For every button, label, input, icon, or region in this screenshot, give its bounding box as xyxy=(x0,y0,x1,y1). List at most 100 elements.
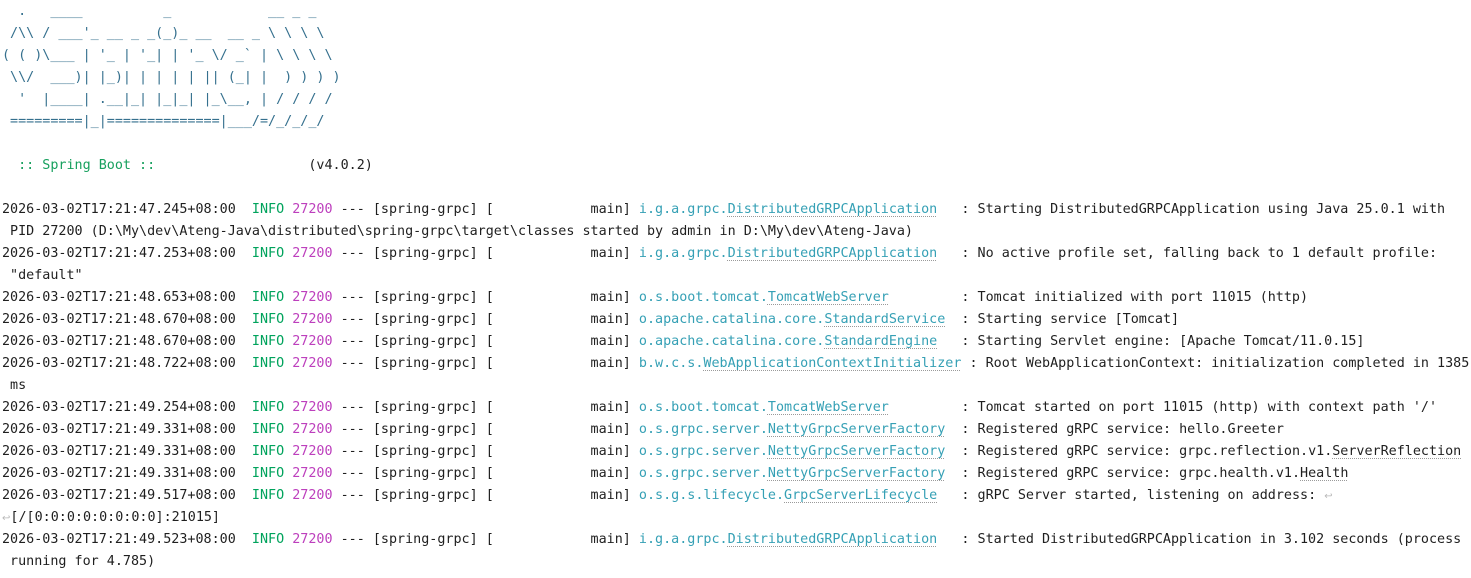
log-text: : Tomcat initialized with port 11015 (ht… xyxy=(888,290,1309,305)
logger-name: i.g.a.grpc. xyxy=(638,246,728,261)
logger-class-link[interactable]: GrpcServerLifecycle xyxy=(784,488,938,503)
console-line: ↩[/[0:0:0:0:0:0:0:0]:21015] xyxy=(2,507,1471,529)
log-text: --- [spring-grpc] [ main] xyxy=(332,422,639,437)
log-text: 2026-03-02T17:21:49.331+08:00 xyxy=(2,466,252,481)
log-text: --- [spring-grpc] [ main] xyxy=(332,400,639,415)
log-text: 2026-03-02T17:21:49.523+08:00 xyxy=(2,532,252,547)
console-line: running for 4.785) xyxy=(2,551,1471,573)
logger-class-link[interactable]: StandardService xyxy=(824,312,946,327)
log-text: ms xyxy=(2,378,27,393)
process-id: 27200 xyxy=(292,356,333,371)
log-text: --- [spring-grpc] [ main] xyxy=(332,202,639,217)
log-text: : gRPC Server started, listening on addr… xyxy=(937,488,1325,503)
logger-name: o.s.boot.tomcat. xyxy=(638,400,768,415)
log-text: : Registered gRPC service: hello.Greeter xyxy=(945,422,1284,437)
log-text: 2026-03-02T17:21:48.670+08:00 xyxy=(2,334,252,349)
class-link[interactable]: ServerReflection xyxy=(1332,444,1462,459)
log-text: : Starting Servlet engine: [Apache Tomca… xyxy=(937,334,1365,349)
banner-ascii: /\\ / ___'_ __ _ _(_)_ __ __ _ \ \ \ \ xyxy=(2,26,325,41)
log-level-info: INFO xyxy=(251,312,285,327)
logger-class-link[interactable]: WebApplicationContextInitializer xyxy=(703,356,962,371)
logger-class-link[interactable]: DistributedGRPCApplication xyxy=(727,246,938,261)
console-line: 2026-03-02T17:21:49.331+08:00 INFO 27200… xyxy=(2,441,1471,463)
process-id: 27200 xyxy=(292,532,333,547)
log-level-info: INFO xyxy=(251,290,285,305)
logger-class-link[interactable]: NettyGrpcServerFactory xyxy=(767,444,946,459)
console-line: 2026-03-02T17:21:48.670+08:00 INFO 27200… xyxy=(2,331,1471,353)
console-line: :: Spring Boot :: (v4.0.2) xyxy=(2,155,1471,177)
logger-class-link[interactable]: TomcatWebServer xyxy=(767,290,889,305)
banner-ascii: \\/ ___)| |_)| | | | | || (_| | ) ) ) ) xyxy=(2,70,341,85)
log-level-info: INFO xyxy=(251,334,285,349)
log-text: 2026-03-02T17:21:48.653+08:00 xyxy=(2,290,252,305)
logger-name: o.s.grpc.server. xyxy=(638,422,768,437)
console-line: 2026-03-02T17:21:49.331+08:00 INFO 27200… xyxy=(2,463,1471,485)
soft-wrap-icon: ↩ xyxy=(2,513,11,524)
log-level-info: INFO xyxy=(251,444,285,459)
log-text: : No active profile set, falling back to… xyxy=(937,246,1438,261)
process-id: 27200 xyxy=(292,202,333,217)
banner-ascii: =========|_|==============|___/=/_/_/_/ xyxy=(2,114,325,129)
log-text: 2026-03-02T17:21:48.670+08:00 xyxy=(2,312,252,327)
logger-class-link[interactable]: DistributedGRPCApplication xyxy=(727,202,938,217)
process-id: 27200 xyxy=(292,312,333,327)
log-text: (v4.0.2) xyxy=(155,158,373,173)
console-line: 2026-03-02T17:21:47.253+08:00 INFO 27200… xyxy=(2,243,1471,265)
process-id: 27200 xyxy=(292,466,333,481)
process-id: 27200 xyxy=(292,400,333,415)
log-text: --- [spring-grpc] [ main] xyxy=(332,444,639,459)
log-text: 2026-03-02T17:21:47.253+08:00 xyxy=(2,246,252,261)
log-text: --- [spring-grpc] [ main] xyxy=(332,466,639,481)
banner-ascii: ( ( )\___ | '_ | '_| | '_ \/ _` | \ \ \ … xyxy=(2,48,333,63)
console-line: 2026-03-02T17:21:49.523+08:00 INFO 27200… xyxy=(2,529,1471,551)
console-line xyxy=(2,133,1471,155)
logger-name: o.s.boot.tomcat. xyxy=(638,290,768,305)
banner-ascii: ' |____| .__|_| |_|_| |_\__, | / / / / xyxy=(2,92,333,107)
log-text: 2026-03-02T17:21:48.722+08:00 xyxy=(2,356,252,371)
console-line: ( ( )\___ | '_ | '_| | '_ \/ _` | \ \ \ … xyxy=(2,45,1471,67)
log-text: "default" xyxy=(2,268,83,283)
console-line: 2026-03-02T17:21:48.653+08:00 INFO 27200… xyxy=(2,287,1471,309)
soft-wrap-icon: ↩ xyxy=(1324,491,1333,502)
console-line: 2026-03-02T17:21:49.517+08:00 INFO 27200… xyxy=(2,485,1471,507)
logger-class-link[interactable]: TomcatWebServer xyxy=(767,400,889,415)
log-level-info: INFO xyxy=(251,488,285,503)
logger-class-link[interactable]: NettyGrpcServerFactory xyxy=(767,466,946,481)
console-line: 2026-03-02T17:21:48.722+08:00 INFO 27200… xyxy=(2,353,1471,375)
console-line: /\\ / ___'_ __ _ _(_)_ __ __ _ \ \ \ \ xyxy=(2,23,1471,45)
log-text: : Starting DistributedGRPCApplication us… xyxy=(937,202,1446,217)
console-line: ' |____| .__|_| |_|_| |_\__, | / / / / xyxy=(2,89,1471,111)
process-id: 27200 xyxy=(292,444,333,459)
process-id: 27200 xyxy=(292,246,333,261)
console-line: ms xyxy=(2,375,1471,397)
logger-name: o.s.grpc.server. xyxy=(638,444,768,459)
log-text: : Root WebApplicationContext: initializa… xyxy=(961,356,1470,371)
log-text: : Started DistributedGRPCApplication in … xyxy=(937,532,1462,547)
process-id: 27200 xyxy=(292,334,333,349)
process-id: 27200 xyxy=(292,290,333,305)
log-text: --- [spring-grpc] [ main] xyxy=(332,312,639,327)
log-text: : Registered gRPC service: grpc.reflecti… xyxy=(945,444,1333,459)
process-id: 27200 xyxy=(292,422,333,437)
logger-class-link[interactable]: NettyGrpcServerFactory xyxy=(767,422,946,437)
log-text: : Tomcat started on port 11015 (http) wi… xyxy=(888,400,1438,415)
logger-class-link[interactable]: StandardEngine xyxy=(824,334,938,349)
log-level-info: INFO xyxy=(251,246,285,261)
logger-name: b.w.c.s. xyxy=(638,356,704,371)
log-text: running for 4.785) xyxy=(2,554,156,569)
console-line: 2026-03-02T17:21:48.670+08:00 INFO 27200… xyxy=(2,309,1471,331)
console-line: \\/ ___)| |_)| | | | | || (_| | ) ) ) ) xyxy=(2,67,1471,89)
logger-name: o.s.g.s.lifecycle. xyxy=(638,488,785,503)
class-link[interactable]: Health xyxy=(1300,466,1349,481)
logger-name: i.g.a.grpc. xyxy=(638,532,728,547)
logger-class-link[interactable]: DistributedGRPCApplication xyxy=(727,532,938,547)
console-line: . ____ _ __ _ _ xyxy=(2,1,1471,23)
log-level-info: INFO xyxy=(251,400,285,415)
log-level-info: INFO xyxy=(251,356,285,371)
log-level-info: INFO xyxy=(251,422,285,437)
log-text: 2026-03-02T17:21:49.331+08:00 xyxy=(2,422,252,437)
console-line: PID 27200 (D:\My\dev\Ateng-Java\distribu… xyxy=(2,221,1471,243)
log-text: --- [spring-grpc] [ main] xyxy=(332,334,639,349)
spring-boot-label: :: Spring Boot :: xyxy=(2,158,156,173)
